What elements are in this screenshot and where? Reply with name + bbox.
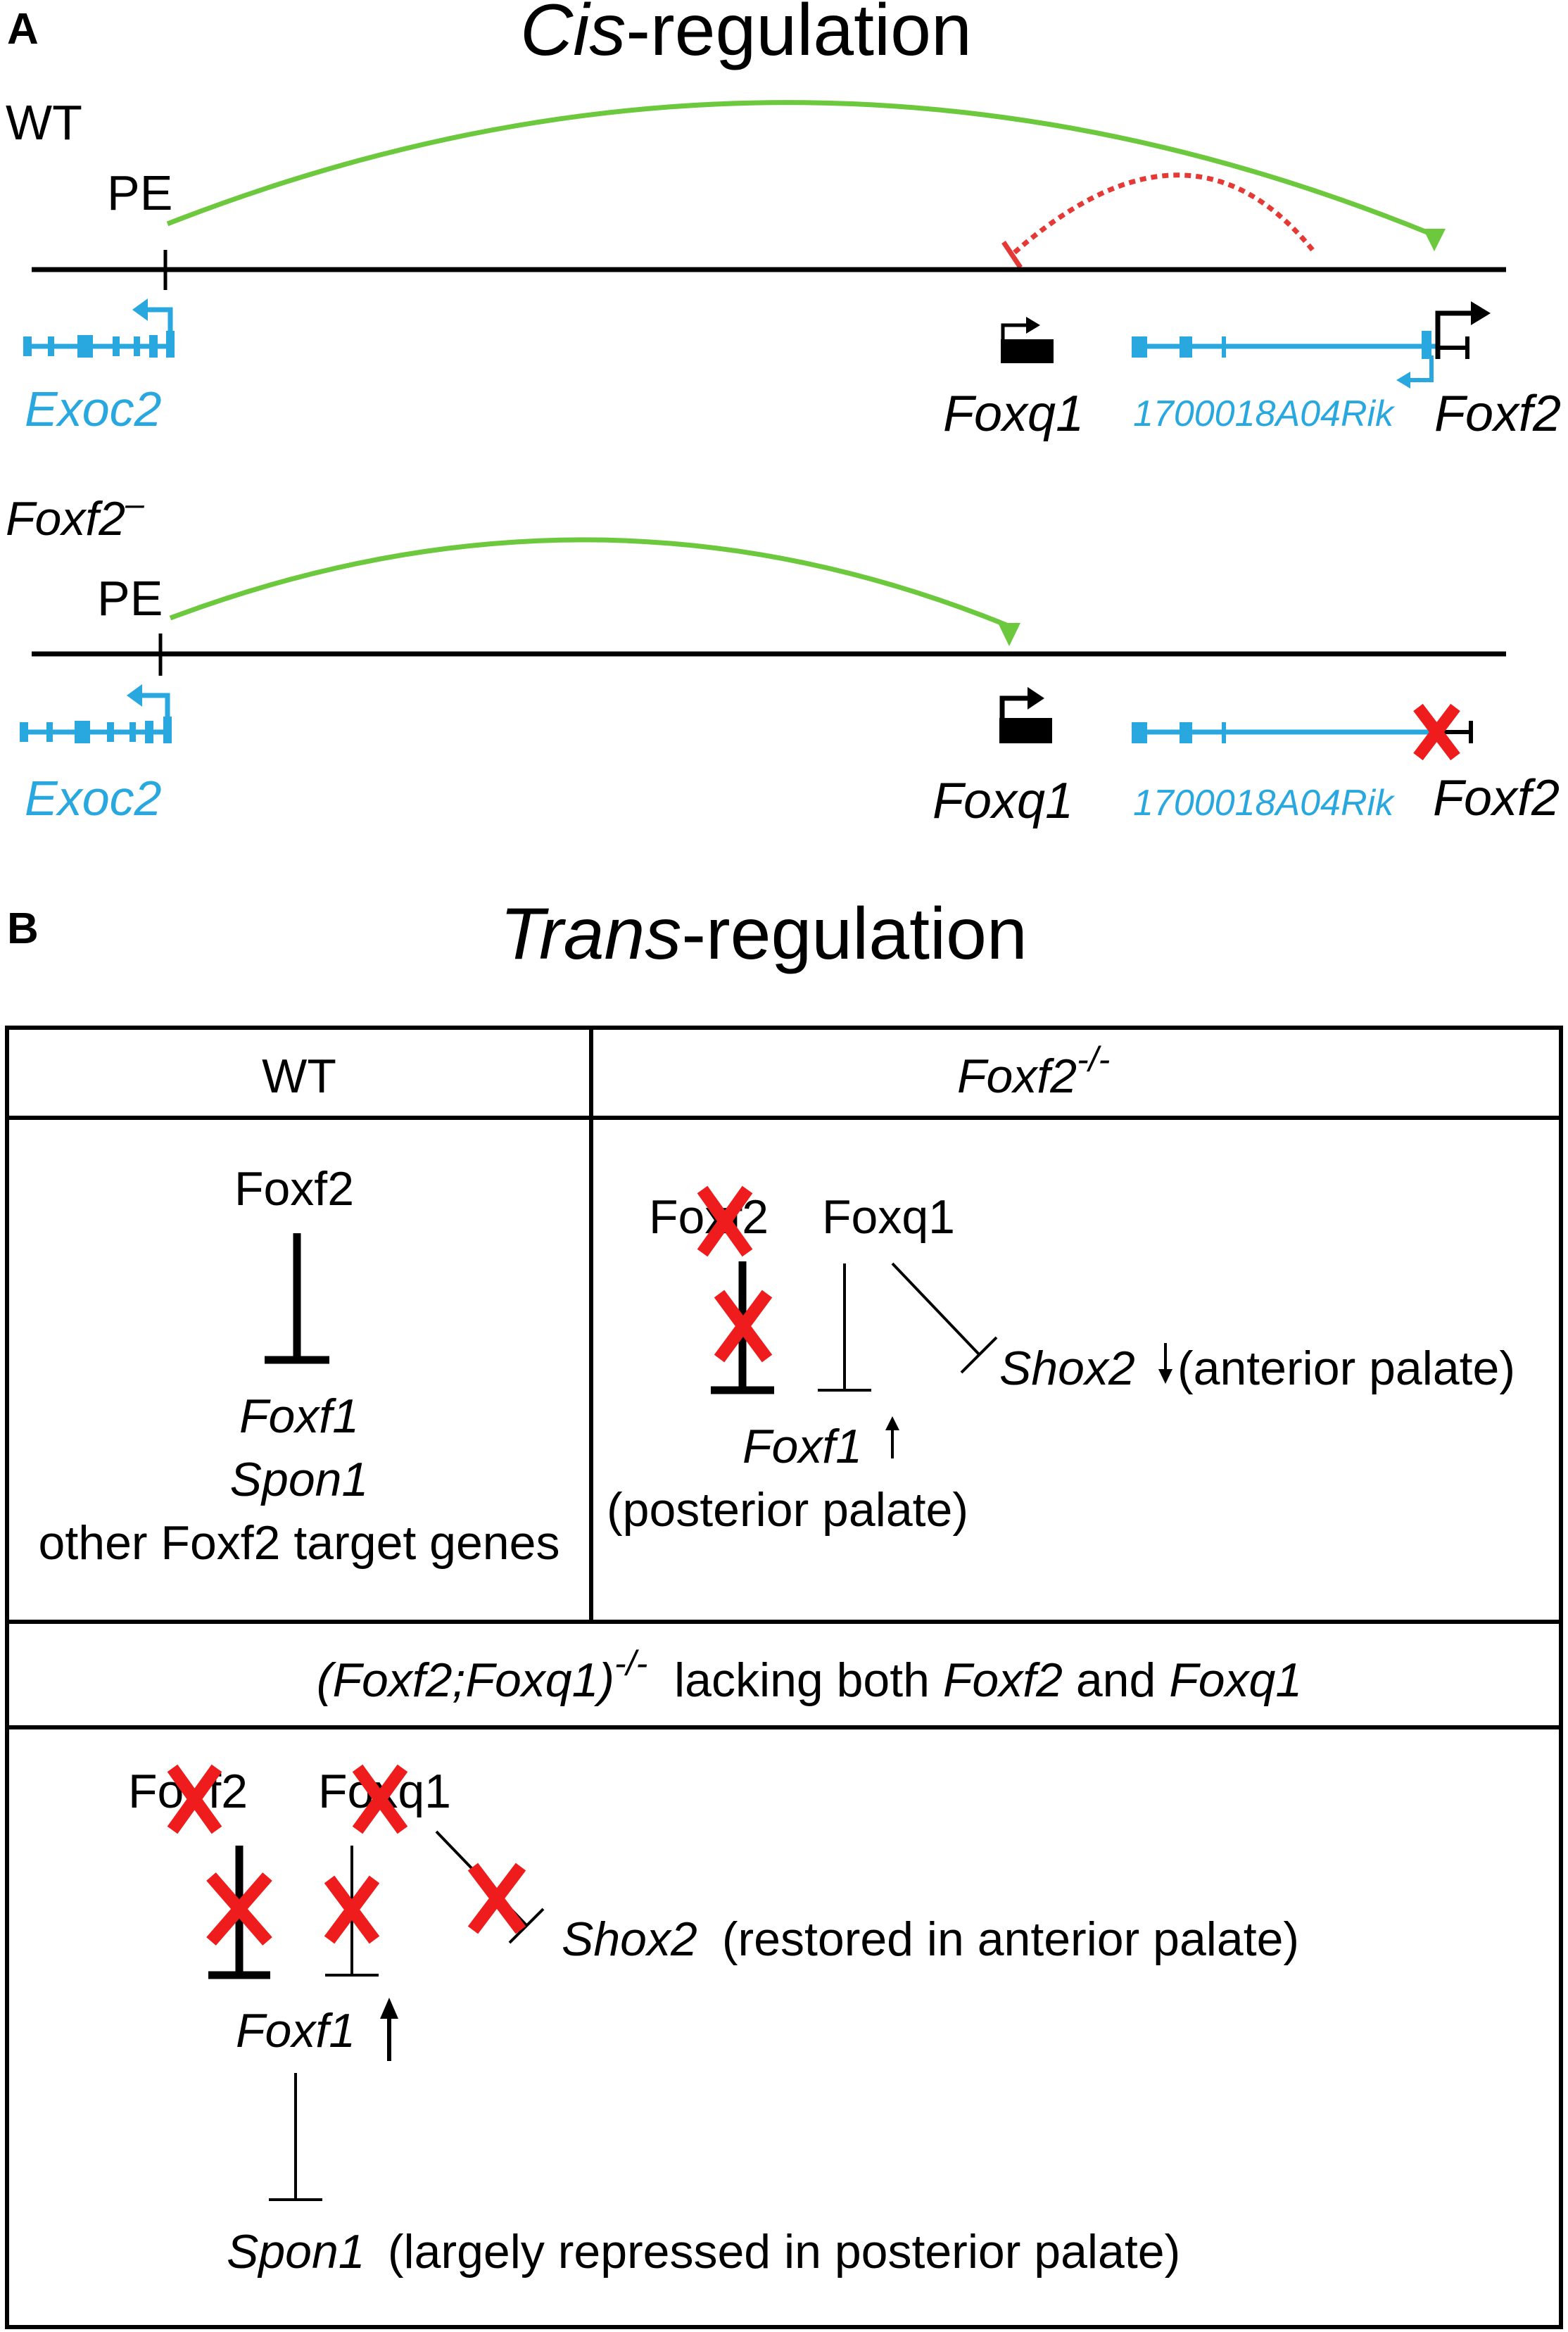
wt-other-targets: other Foxf2 target genes bbox=[39, 1516, 560, 1570]
wt-cell: Foxf2 Foxf1 Spon1 other Foxf2 target gen… bbox=[39, 1162, 560, 1570]
wt-exoc2-label: Exoc2 bbox=[25, 382, 162, 436]
ko-cell: Foxf2 Foxq1 Shox2 (anterior palate) Foxf… bbox=[607, 1185, 1515, 1537]
double-ko-foxq1: Foxq1 bbox=[1169, 1653, 1302, 1707]
double-ko-foxf2: Foxf2 bbox=[943, 1653, 1063, 1707]
panel-a-title: Cis-regulation bbox=[520, 0, 972, 71]
mutant-label-text: Foxf2 bbox=[6, 492, 125, 546]
mutant-foxq1-tss-arrow bbox=[999, 695, 1029, 718]
panel-b-letter: B bbox=[7, 905, 39, 953]
ko-foxf1-label: Foxf1 bbox=[742, 1420, 862, 1473]
dko-shox2-note: (restored in anterior palate) bbox=[709, 1912, 1299, 1966]
double-ko-text1: lacking both bbox=[674, 1653, 943, 1707]
ko-header-sup: -/- bbox=[1077, 1040, 1110, 1079]
wt-rik-label: 1700018A04Rik bbox=[1133, 393, 1396, 434]
mutant-locus: Foxf2– PE Exoc2 bbox=[6, 486, 1560, 829]
dko-foxq1-repression-knockout-x bbox=[324, 1875, 380, 1944]
mutant-label: Foxf2– bbox=[6, 486, 144, 546]
ko-column-header: Foxf2-/- bbox=[957, 1040, 1110, 1103]
dko-foxf1-repression-knockout-x bbox=[206, 1872, 272, 1946]
ko-posterior-note: (posterior palate) bbox=[607, 1483, 968, 1537]
mutant-exoc2-tss-arrow bbox=[141, 693, 170, 717]
wt-exoc2-tss-arrow bbox=[146, 307, 173, 331]
wt-column-header: WT bbox=[262, 1050, 336, 1103]
mutant-label-sup: – bbox=[125, 486, 144, 523]
ko-foxf1-up-arrow-icon bbox=[885, 1416, 899, 1458]
wt-foxq1-gene bbox=[1001, 317, 1054, 363]
mutant-exoc2-gene bbox=[20, 684, 172, 743]
mutant-rik-gene bbox=[1132, 721, 1473, 743]
panel-a: A Cis-regulation WT PE bbox=[6, 0, 1561, 829]
dko-spon1-note: (largely repressed in posterior palate) bbox=[374, 2225, 1180, 2279]
dko-shox2-repression-knockout-x bbox=[467, 1863, 526, 1934]
wt-foxf2-gene bbox=[1435, 301, 1491, 359]
ko-shox2-down-arrow-icon bbox=[1158, 1343, 1172, 1384]
panel-a-title-rest: -regulation bbox=[626, 0, 971, 71]
wt-locus: WT PE Exoc bbox=[6, 95, 1561, 442]
wt-activation-arrowhead bbox=[1423, 229, 1446, 251]
dko-foxf1-label: Foxf1 bbox=[236, 2004, 355, 2057]
wt-foxf2-label: Foxf2 bbox=[1434, 386, 1561, 442]
panel-b-title: Trans-regulation bbox=[500, 893, 1028, 975]
mutant-rik-label: 1700018A04Rik bbox=[1133, 783, 1396, 824]
mutant-activation-arrowhead bbox=[998, 623, 1020, 646]
wt-foxq1-tss-arrow bbox=[1001, 323, 1028, 339]
dko-foxq1-knockout-x bbox=[352, 1764, 408, 1834]
mutant-exoc2-label: Exoc2 bbox=[25, 771, 162, 826]
wt-foxf2: Foxf2 bbox=[234, 1162, 354, 1216]
panel-b-title-italic: Trans bbox=[500, 893, 681, 975]
wt-spon1: Spon1 bbox=[230, 1453, 369, 1506]
mutant-foxf2-knockout-x bbox=[1413, 703, 1460, 761]
ko-foxq1-shox2-stem bbox=[891, 1262, 981, 1356]
wt-exoc2-gene bbox=[23, 298, 175, 358]
mutant-pe-label: PE bbox=[97, 571, 163, 626]
panel-a-letter: A bbox=[7, 5, 39, 53]
ko-header-text: Foxf2 bbox=[957, 1050, 1077, 1103]
wt-pe-activation-arc bbox=[166, 100, 1437, 239]
ko-shox2-note: (anterior palate) bbox=[1177, 1342, 1515, 1395]
wt-rik-tss-arrow bbox=[1408, 355, 1434, 382]
double-ko-cell: Foxf2 Foxq1 Shox2 (resto bbox=[128, 1764, 1299, 2279]
wt-pe-label: PE bbox=[107, 165, 172, 220]
mutant-foxq1-label: Foxq1 bbox=[932, 773, 1073, 829]
dko-shox2-label: Shox2 bbox=[562, 1912, 697, 1966]
wt-foxf1: Foxf1 bbox=[239, 1389, 359, 1443]
ko-foxq1-shox2-bar bbox=[960, 1336, 998, 1374]
wt-label: WT bbox=[6, 95, 82, 150]
double-ko-genotype: (Foxf2;Foxq1) bbox=[317, 1653, 614, 1707]
panel-a-title-italic: Cis bbox=[520, 0, 626, 71]
ko-shox2-label: Shox2 bbox=[999, 1342, 1135, 1395]
dko-foxf1-up-arrow-icon bbox=[380, 1998, 398, 2061]
wt-repression-bar bbox=[1001, 241, 1023, 269]
mutant-pe-activation-arc bbox=[169, 537, 1011, 629]
ko-repression-knockout-x bbox=[714, 1290, 773, 1363]
wt-foxq1-label: Foxq1 bbox=[943, 386, 1084, 442]
dko-foxf2-knockout-x bbox=[167, 1764, 222, 1834]
panel-b: B Trans-regulation WT Foxf2-/- Foxf2 Fox… bbox=[5, 893, 1563, 2329]
double-ko-and: and bbox=[1063, 1653, 1169, 1707]
wt-rik-gene bbox=[1132, 331, 1436, 389]
dko-foxq1-shox2-bar bbox=[508, 1908, 545, 1944]
panel-b-title-rest: -regulation bbox=[681, 893, 1027, 975]
double-ko-spacer bbox=[647, 1653, 674, 1707]
double-ko-genotype-sup: -/- bbox=[614, 1644, 647, 1683]
double-ko-header: (Foxf2;Foxq1)-/- lacking both Foxf2 and … bbox=[317, 1644, 1302, 1707]
dko-spon1-label: Spon1 bbox=[227, 2225, 365, 2279]
wt-repression-arc bbox=[1011, 172, 1315, 256]
ko-foxq1: Foxq1 bbox=[822, 1190, 955, 1244]
ko-foxf2-knockout-x bbox=[697, 1185, 753, 1257]
regulation-table-grid bbox=[5, 1026, 1563, 2329]
wt-foxf2-tss-arrow bbox=[1435, 310, 1472, 359]
mutant-foxf2-label: Foxf2 bbox=[1433, 770, 1560, 826]
mutant-foxq1-gene bbox=[999, 687, 1052, 743]
